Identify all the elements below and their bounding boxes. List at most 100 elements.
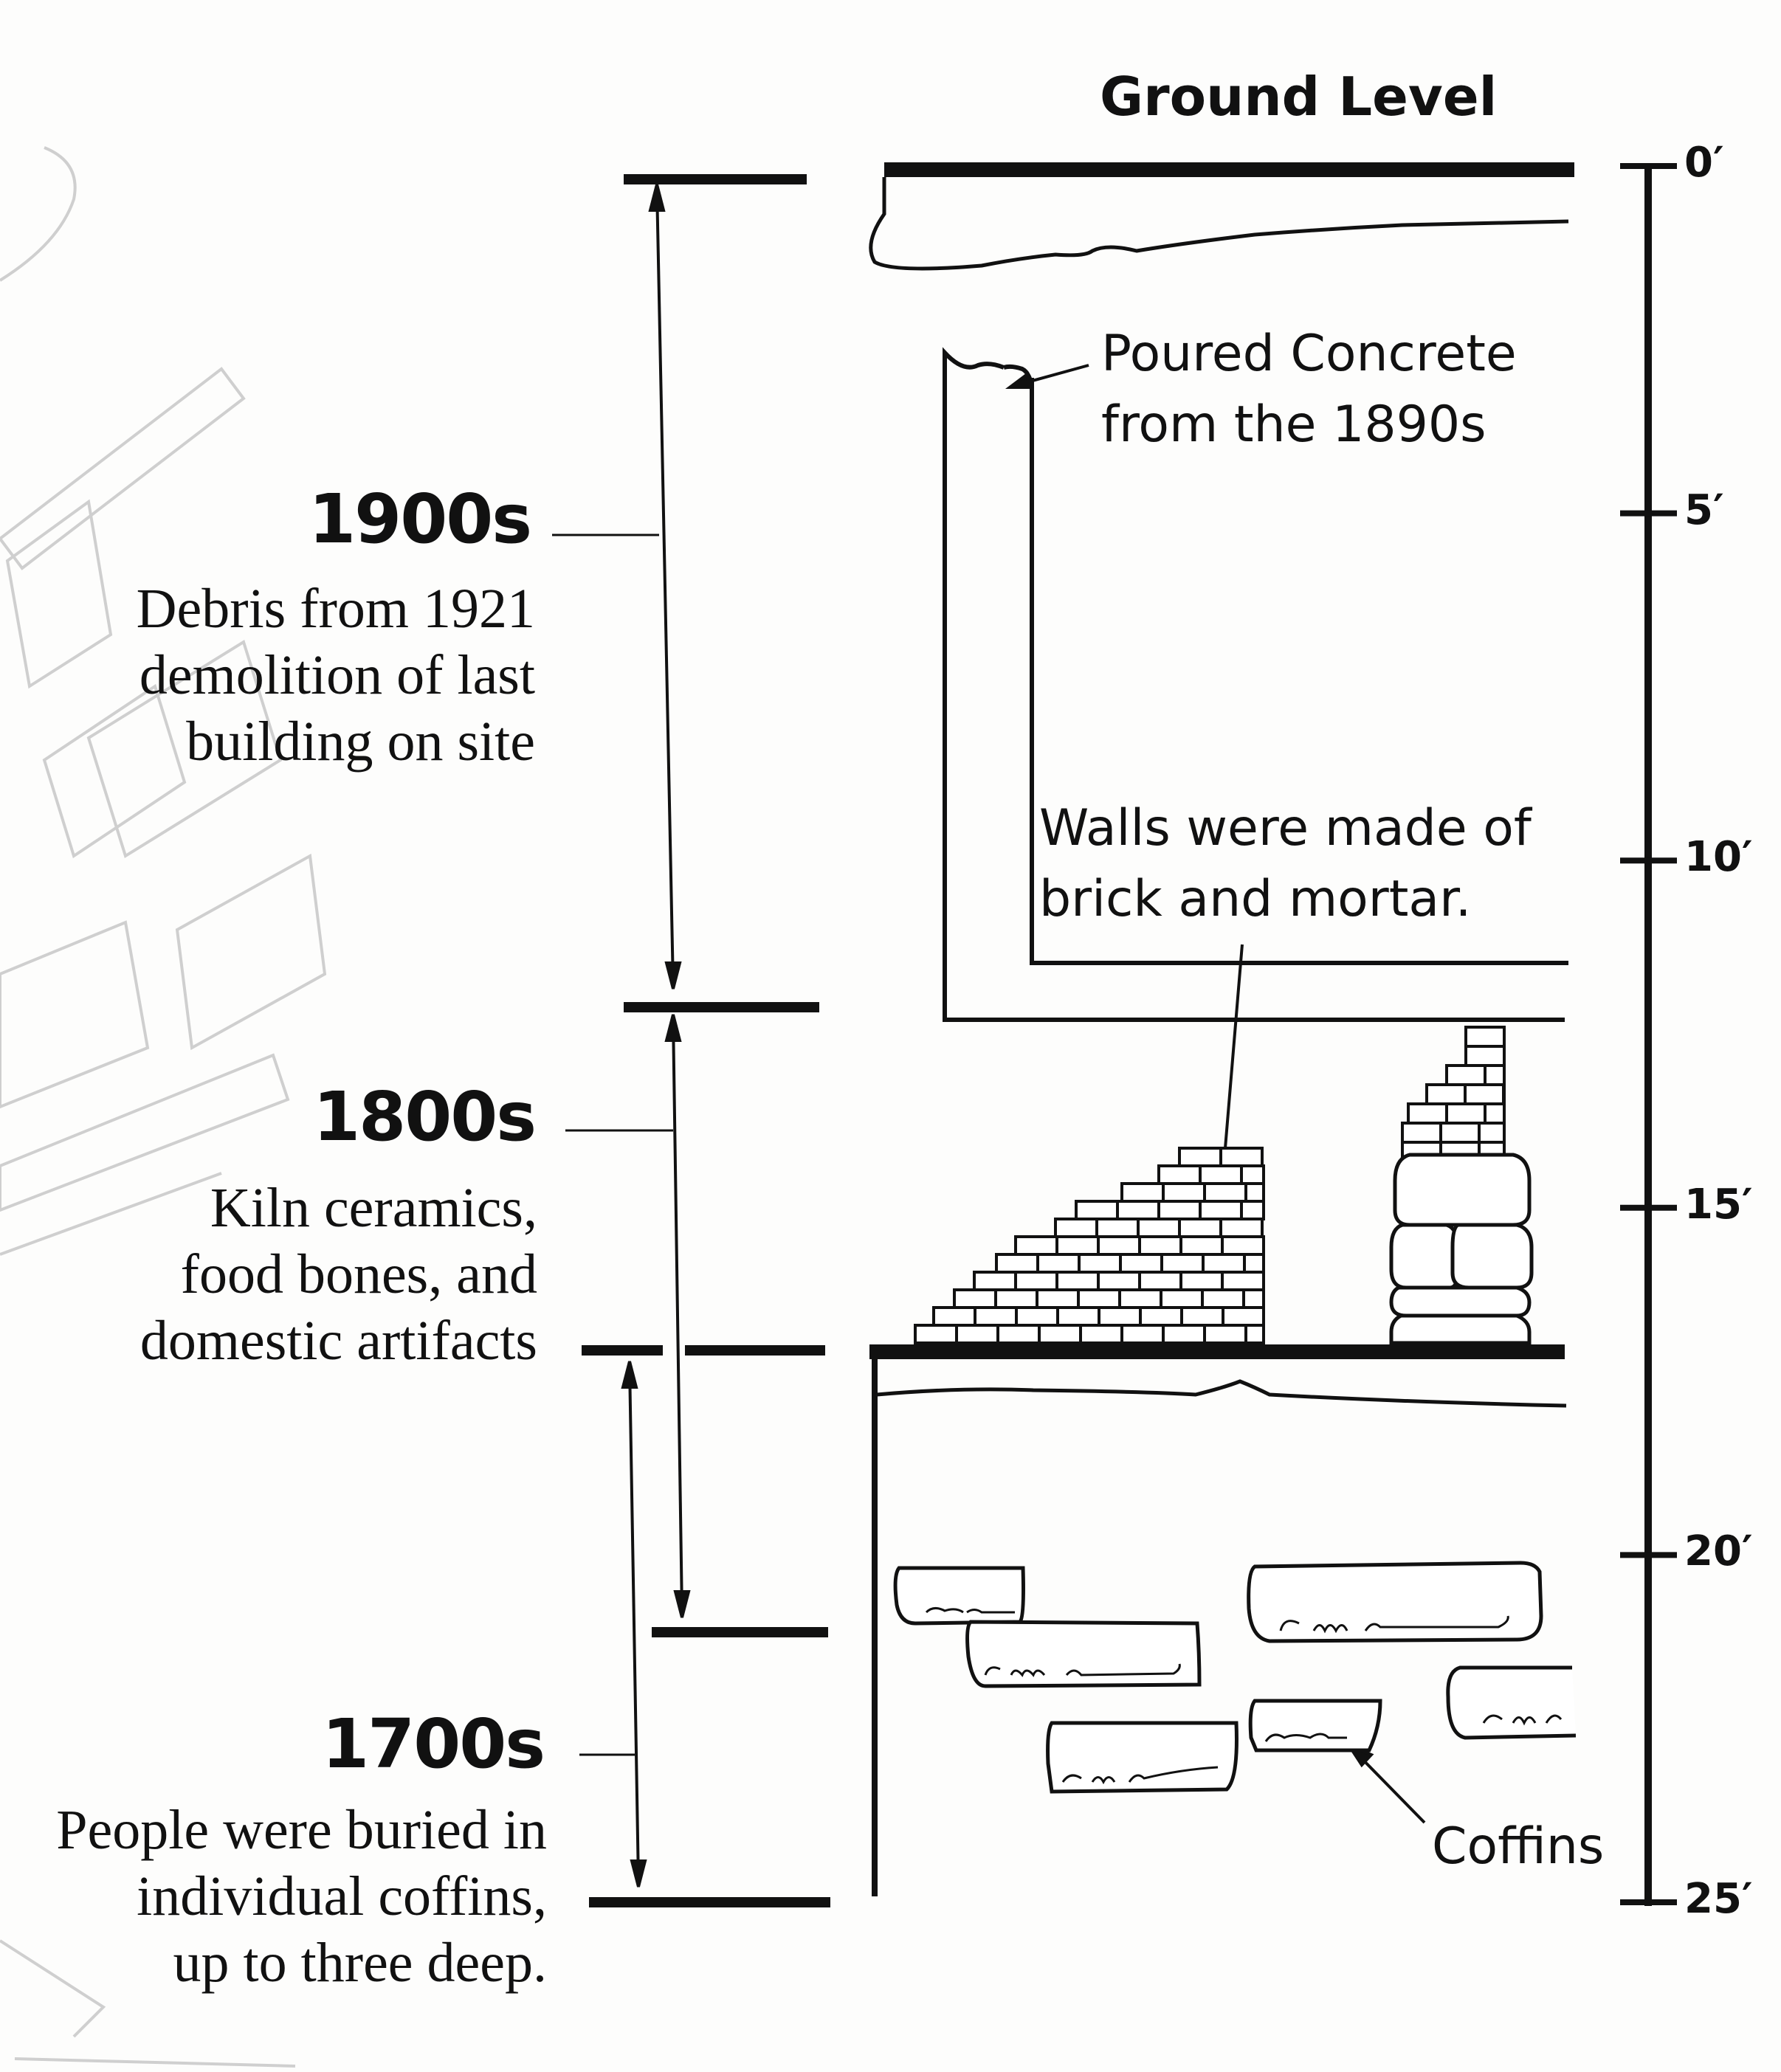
brick <box>1119 1253 1163 1274</box>
era-boundaries <box>582 174 830 1907</box>
era-1900s-line-3: building on site <box>186 711 535 773</box>
brick <box>1139 1306 1183 1327</box>
brick <box>1240 1200 1265 1220</box>
brick <box>1098 1306 1142 1327</box>
concrete-callout: Poured Concrete from the 1890s <box>1101 319 1517 460</box>
brick <box>1120 1324 1165 1344</box>
scale-label-20: 20′ <box>1684 1527 1753 1576</box>
brick <box>1221 1235 1265 1256</box>
scale-label-25: 25′ <box>1684 1875 1753 1923</box>
coffin <box>893 1566 1025 1626</box>
brick <box>1160 1288 1204 1309</box>
brick <box>1120 1182 1165 1203</box>
brick <box>1484 1064 1506 1086</box>
coffin <box>1046 1721 1239 1794</box>
brick <box>996 1324 1041 1344</box>
coffin <box>1247 1561 1543 1643</box>
scale-label-10: 10′ <box>1684 833 1753 882</box>
era-1700s-line-1: People were buried in <box>56 1799 547 1861</box>
era-1700s-line-2: individual coffins, <box>137 1865 547 1927</box>
walls-callout: Walls were made of brick and mortar. <box>1039 793 1532 935</box>
brick <box>1484 1102 1506 1125</box>
brick <box>1203 1182 1247 1203</box>
depth-scale <box>1620 163 1677 1906</box>
brick <box>1219 1218 1264 1238</box>
scale-label-5: 5′ <box>1684 486 1724 534</box>
brick-pillar <box>1401 1026 1506 1182</box>
brick <box>1075 1200 1119 1220</box>
brick <box>1138 1235 1182 1256</box>
brick <box>1203 1324 1247 1344</box>
brick <box>1077 1288 1121 1309</box>
brick <box>1118 1288 1162 1309</box>
stone-pillar-base <box>1389 1153 1534 1345</box>
brick <box>1137 1218 1181 1238</box>
era-1700s-title: 1700s <box>322 1705 545 1783</box>
brick <box>1014 1235 1058 1256</box>
brick <box>1425 1083 1467 1105</box>
coffin <box>965 1620 1202 1688</box>
brick <box>1242 1288 1265 1309</box>
background-map <box>0 146 327 2068</box>
brick <box>1179 1271 1224 1291</box>
brick <box>1244 1182 1265 1203</box>
concrete-callout-line-2: from the 1890s <box>1101 396 1487 454</box>
brick <box>1240 1164 1265 1185</box>
brick <box>1138 1271 1182 1291</box>
brick <box>1199 1200 1243 1220</box>
brick <box>1014 1271 1058 1291</box>
brick <box>1160 1253 1205 1274</box>
brick <box>1401 1122 1442 1144</box>
brick <box>1157 1200 1202 1220</box>
brick <box>1056 1306 1100 1327</box>
brick <box>1179 1235 1224 1256</box>
brick <box>1502 1083 1506 1105</box>
walls-callout-line-1: Walls were made of <box>1039 799 1532 857</box>
brick <box>1162 1182 1206 1203</box>
brick <box>1180 1306 1224 1327</box>
brick <box>1015 1306 1059 1327</box>
brick <box>1464 1026 1506 1048</box>
brick <box>1243 1253 1265 1274</box>
brick <box>1079 1324 1123 1344</box>
brick <box>995 1253 1039 1274</box>
span-arrows <box>621 184 691 1888</box>
ground-level-label: Ground Level <box>1100 66 1498 128</box>
brick <box>1201 1288 1245 1309</box>
brick <box>1202 1253 1246 1274</box>
scale-label-15: 15′ <box>1684 1180 1753 1229</box>
era-1900s-description: Debris from 1921 demolition of last buil… <box>137 576 535 775</box>
brick <box>1464 1083 1505 1105</box>
brick <box>1445 1102 1487 1125</box>
brick <box>1036 1253 1081 1274</box>
brick <box>1097 1271 1141 1291</box>
brick <box>1244 1324 1265 1344</box>
brick <box>1116 1200 1160 1220</box>
brick <box>1097 1235 1141 1256</box>
coffins-callout: Coffins <box>1432 1817 1605 1876</box>
era-1900s-line-1: Debris from 1921 <box>136 578 535 640</box>
brick <box>1222 1306 1265 1327</box>
era-1800s-line-1: Kiln ceramics, <box>210 1177 537 1239</box>
brick <box>1199 1164 1243 1185</box>
brick <box>1038 1324 1082 1344</box>
brick <box>974 1306 1018 1327</box>
coffin <box>1248 1699 1382 1752</box>
walls-callout-line-2: brick and mortar. <box>1039 870 1472 928</box>
concrete-callout-line-1: Poured Concrete <box>1101 325 1517 383</box>
coffin <box>1446 1665 1577 1740</box>
brick <box>1439 1122 1481 1144</box>
era-1800s-description: Kiln ceramics, food bones, and domestic … <box>140 1175 537 1374</box>
brick <box>1178 1218 1222 1238</box>
1800s-floor <box>869 1344 1567 1896</box>
era-1800s-line-3: domestic artifacts <box>139 1310 537 1372</box>
brick <box>1095 1218 1140 1238</box>
era-1900s-line-2: demolition of last <box>139 644 535 706</box>
brick <box>1162 1324 1206 1344</box>
ground-surface <box>869 162 1574 271</box>
era-1700s-line-3: up to three deep. <box>173 1932 547 1994</box>
brick <box>973 1271 1017 1291</box>
coffins <box>893 1561 1577 1794</box>
brick <box>1478 1122 1506 1144</box>
